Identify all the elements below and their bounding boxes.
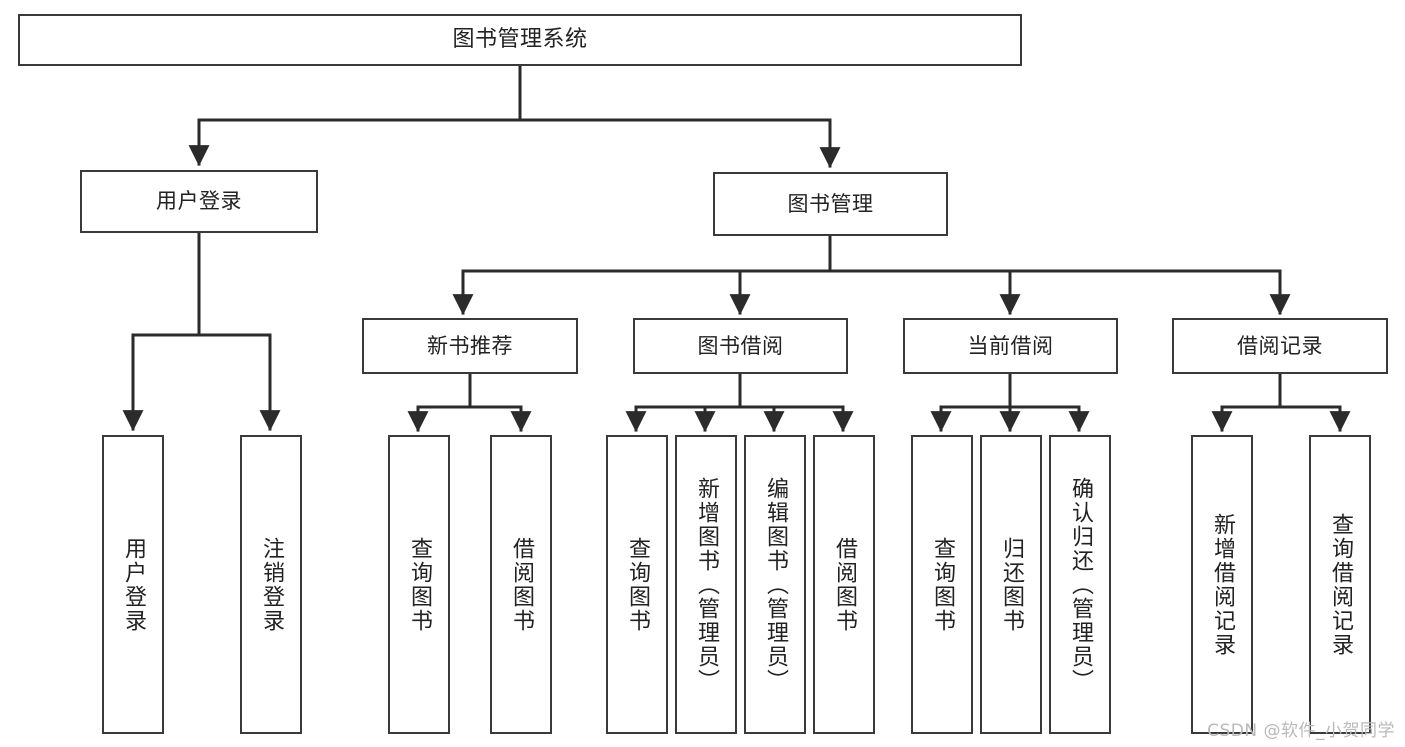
leaf-logout[interactable]: 注销登录 — [240, 435, 302, 734]
node-label: 查询图书 — [407, 536, 432, 633]
node-label: 编辑图书（管理员） — [763, 476, 788, 693]
watermark: CSDN @软件_小贺同学 — [1207, 721, 1395, 741]
node-label: 图书借阅 — [697, 333, 784, 358]
node-label: 当前借阅 — [967, 333, 1054, 358]
node-label: 查询图书 — [930, 536, 955, 633]
node-label: 新增借阅记录 — [1210, 512, 1235, 657]
leaf-edit-book-admin[interactable]: 编辑图书（管理员） — [744, 435, 806, 734]
leaf-query-borrow-record[interactable]: 查询借阅记录 — [1309, 435, 1371, 734]
leaf-return-book[interactable]: 归还图书 — [980, 435, 1042, 734]
node-book-management[interactable]: 图书管理 — [713, 172, 948, 236]
leaf-current-query-book[interactable]: 查询图书 — [911, 435, 973, 734]
node-label: 确认归还（管理员） — [1068, 476, 1093, 693]
leaf-add-book-admin[interactable]: 新增图书（管理员） — [675, 435, 737, 734]
leaf-borrow-query-book[interactable]: 查询图书 — [606, 435, 668, 734]
node-user-login[interactable]: 用户登录 — [80, 170, 318, 233]
node-new-book-recommend[interactable]: 新书推荐 — [362, 318, 578, 374]
leaf-borrow-book[interactable]: 借阅图书 — [813, 435, 875, 734]
node-label: 注销登录 — [259, 536, 284, 633]
node-label: 新增图书（管理员） — [694, 476, 719, 693]
node-book-borrow[interactable]: 图书借阅 — [633, 318, 848, 374]
node-label: 新书推荐 — [427, 333, 513, 358]
node-current-borrow[interactable]: 当前借阅 — [903, 318, 1118, 374]
node-label: 图书管理 — [787, 191, 874, 216]
leaf-user-login[interactable]: 用户登录 — [102, 435, 164, 734]
node-label: 用户登录 — [156, 189, 242, 214]
leaf-new-book-query[interactable]: 查询图书 — [388, 435, 450, 734]
node-label: 借阅图书 — [832, 536, 857, 633]
leaf-confirm-return-admin[interactable]: 确认归还（管理员） — [1049, 435, 1111, 734]
node-label: 查询借阅记录 — [1328, 512, 1353, 657]
node-label: 图书管理系统 — [452, 27, 588, 53]
node-root-system[interactable]: 图书管理系统 — [18, 14, 1022, 66]
node-label: 归还图书 — [999, 536, 1024, 633]
leaf-add-borrow-record[interactable]: 新增借阅记录 — [1191, 435, 1253, 734]
node-label: 借阅记录 — [1237, 333, 1323, 358]
node-label: 借阅图书 — [509, 536, 534, 633]
node-label: 用户登录 — [121, 536, 146, 633]
node-label: 查询图书 — [625, 536, 650, 633]
node-borrow-record[interactable]: 借阅记录 — [1172, 318, 1388, 374]
leaf-new-book-borrow[interactable]: 借阅图书 — [490, 435, 552, 734]
